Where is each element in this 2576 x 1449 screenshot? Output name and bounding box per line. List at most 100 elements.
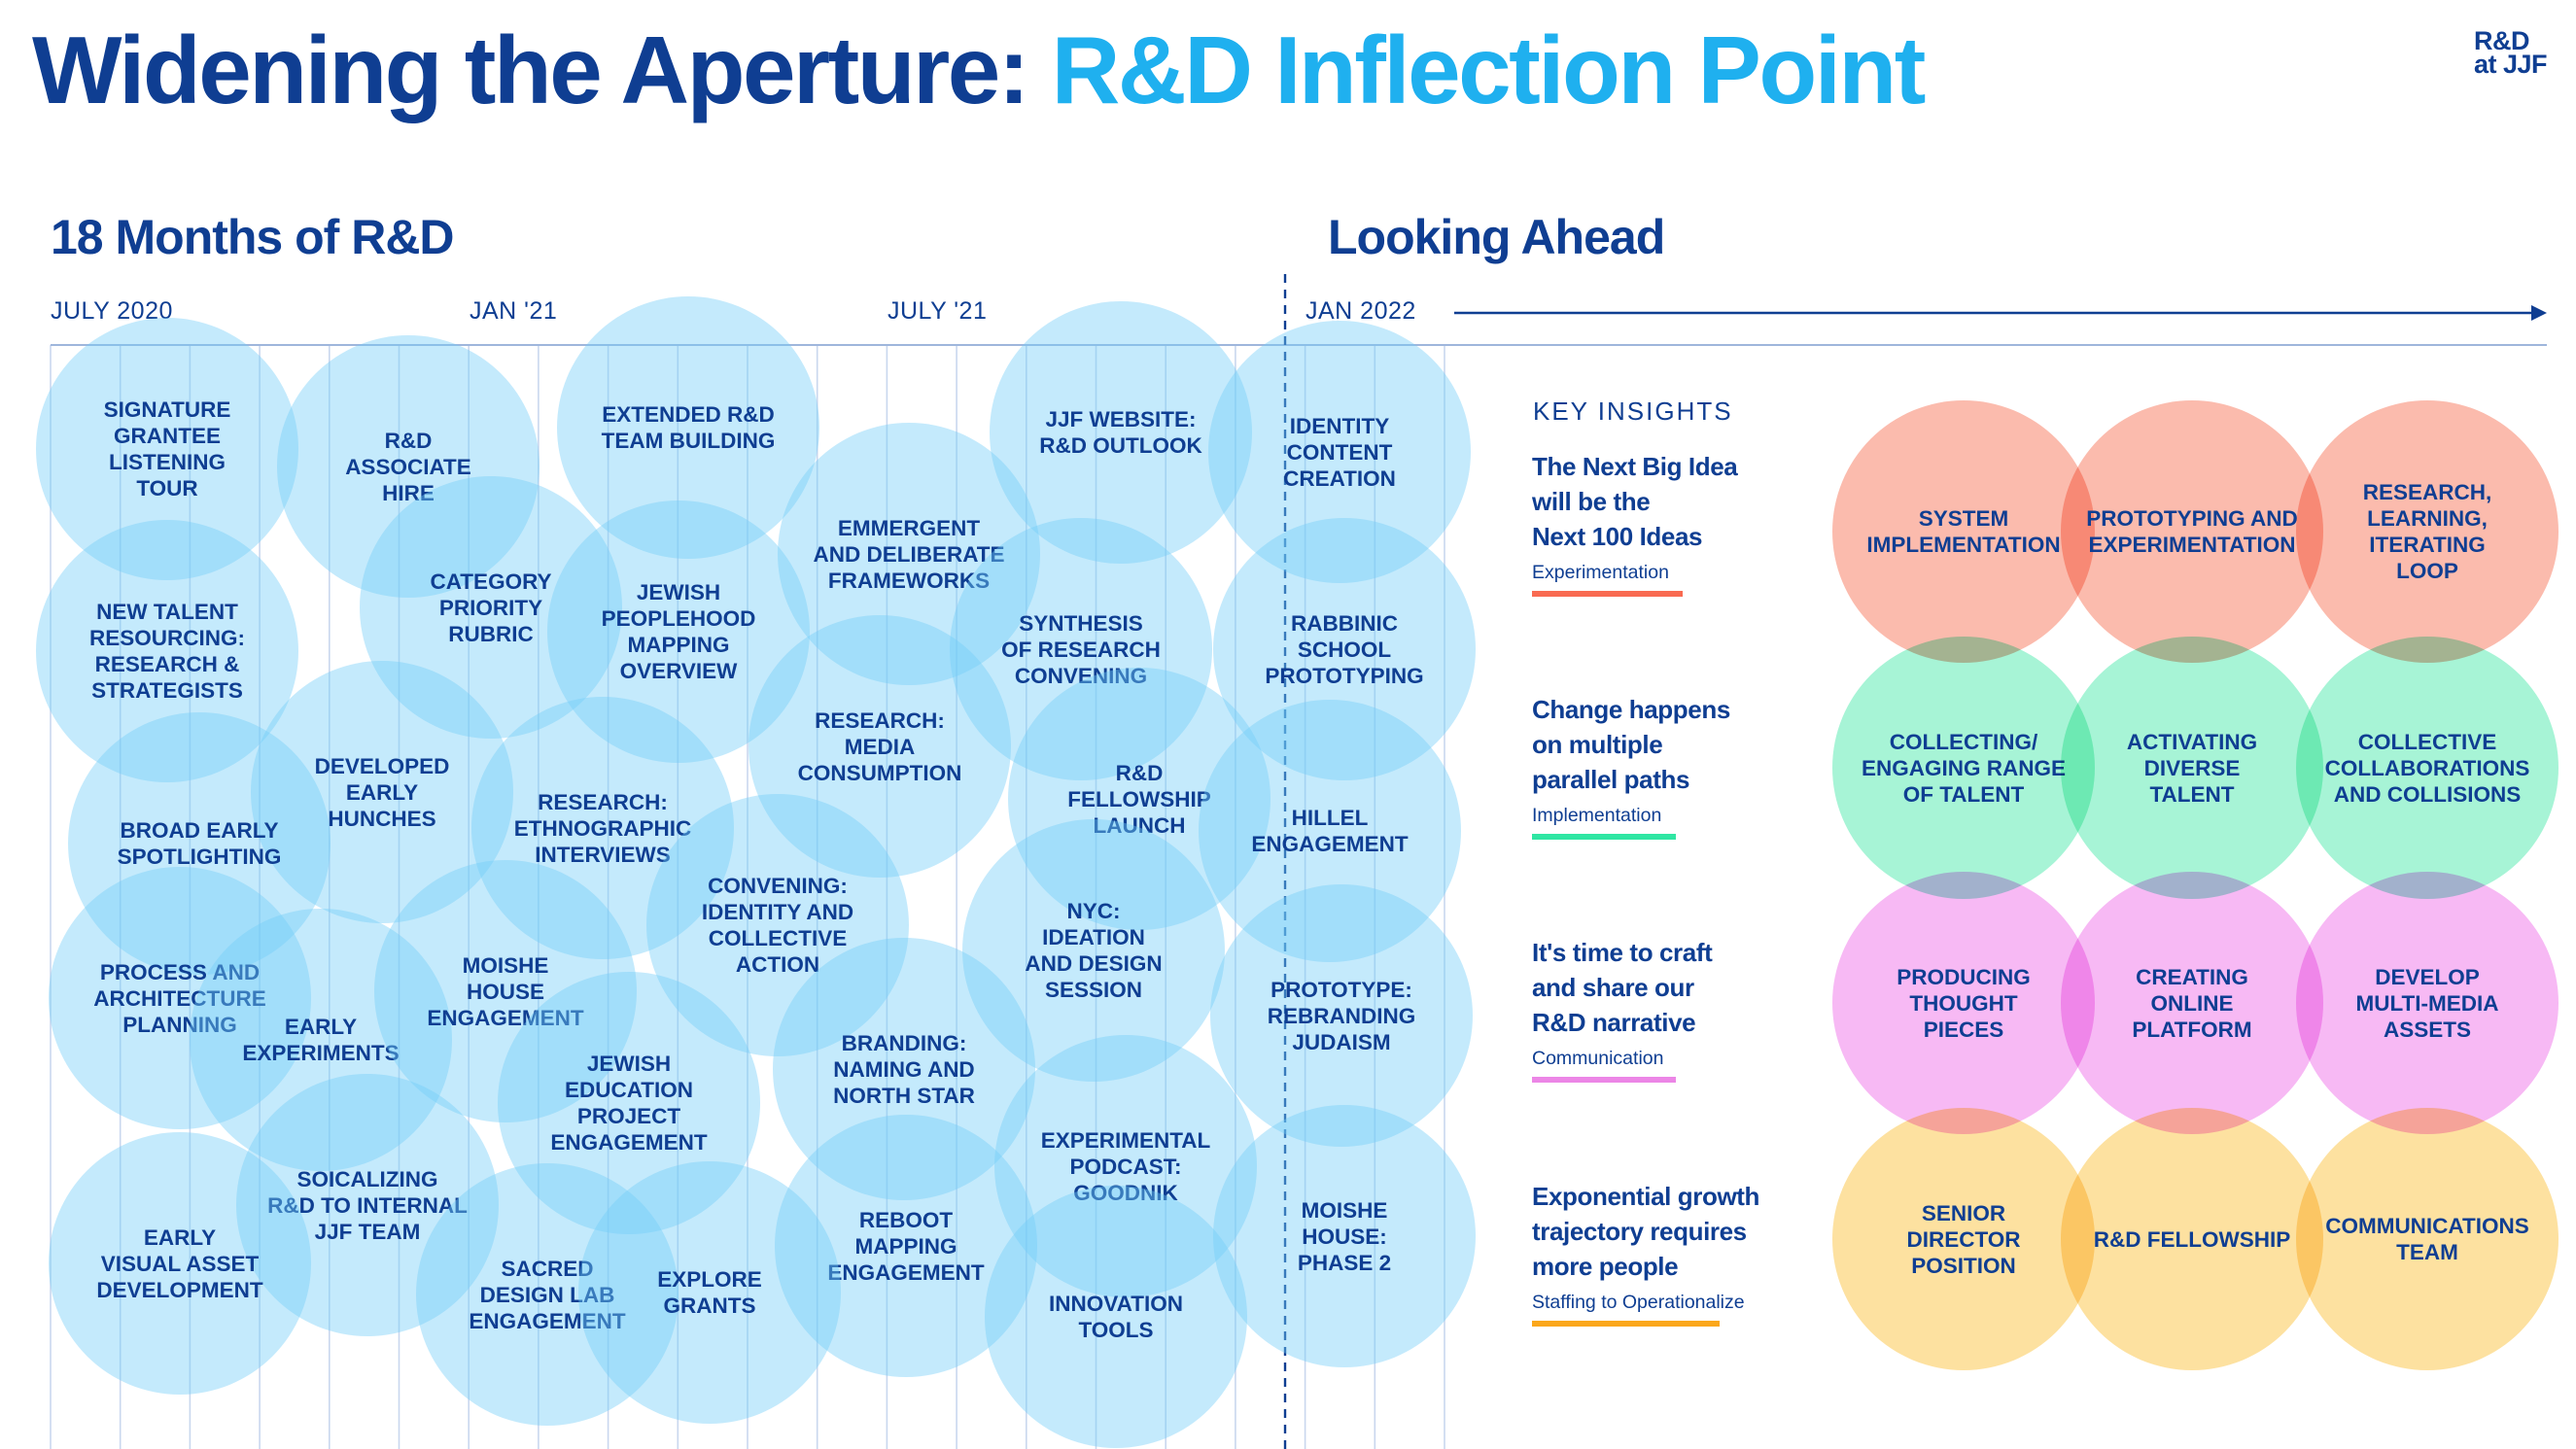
initiative-label: CONVENING: IDENTITY AND COLLECTIVE ACTIO… — [701, 874, 854, 977]
initiative-label: JEWISH EDUCATION PROJECT ENGAGEMENT — [550, 1052, 708, 1155]
matrix-bubble-implementation — [2296, 637, 2559, 899]
matrix-bubble-communication — [2061, 872, 2323, 1134]
matrix-label: SENIOR DIRECTOR POSITION — [1906, 1200, 2021, 1278]
matrix-label: COLLECTING/ ENGAGING RANGE OF TALENT — [1861, 729, 2066, 807]
initiative-bubble: JEWISH PEOPLEHOOD MAPPING OVERVIEW — [547, 500, 810, 763]
matrix-label: SYSTEM IMPLEMENTATION — [1866, 506, 2061, 557]
initiative-bubble: SOICALIZING R&D TO INTERNAL JJF TEAM — [236, 1074, 499, 1336]
section-title-future: Looking Ahead — [1328, 210, 1665, 264]
timeline-label-jan-21: JAN '21 — [470, 297, 558, 325]
initiative-label: EXTENDED R&D TEAM BUILDING — [601, 402, 776, 453]
initiative-label: NYC: IDEATION AND DESIGN SESSION — [1025, 899, 1163, 1002]
initiative-label: R&D ASSOCIATE HIRE — [345, 428, 471, 505]
initiative-bubble: SACRED DESIGN LAB ENGAGEMENT — [416, 1163, 679, 1426]
logo-line-1: R&D — [2474, 26, 2530, 55]
initiative-bubble: MOISHE HOUSE ENGAGEMENT — [374, 860, 637, 1122]
matrix-label: DEVELOP MULTI-MEDIA ASSETS — [2355, 964, 2499, 1042]
title-main: Widening the Aperture: — [32, 17, 1029, 123]
initiative-label: PROTOTYPE: REBRANDING JUDAISM — [1267, 977, 1416, 1054]
initiative-bubble: IDENTITY CONTENT CREATION — [1208, 321, 1471, 583]
initiative-label: JJF WEBSITE: R&D OUTLOOK — [1039, 407, 1202, 458]
initiative-bubble: BROAD EARLY SPOTLIGHTING — [68, 712, 331, 975]
insight-bar-experimentation — [1532, 591, 1683, 597]
insight-bar-staffing — [1532, 1321, 1720, 1327]
initiative-label: BROAD EARLY SPOTLIGHTING — [117, 818, 282, 869]
initiative-bubble: EXPERIMENTAL PODCAST: GOODNIK — [994, 1035, 1257, 1297]
initiative-label: DEVELOPED EARLY HUNCHES — [314, 753, 450, 831]
initiative-bubble: EXPLORE GRANTS — [578, 1161, 841, 1424]
initiative-bubble: EARLY EXPERIMENTS — [190, 909, 452, 1171]
initiative-label: SOICALIZING R&D TO INTERNAL JJF TEAM — [267, 1166, 468, 1244]
initiative-bubble: DEVELOPED EARLY HUNCHES — [251, 661, 513, 923]
initiative-label: MOISHE HOUSE: PHASE 2 — [1297, 1197, 1392, 1275]
initiative-label: HILLEL ENGAGEMENT — [1251, 806, 1409, 856]
timeline-label-jan-2022: JAN 2022 — [1305, 297, 1416, 325]
key-insights-header: KEY INSIGHTS — [1533, 397, 1733, 426]
insight-text: It's time to craft and share our R&D nar… — [1532, 938, 1713, 1037]
matrix-bubble-implementation — [1832, 637, 2095, 899]
initiative-bubble: RESEARCH: ETHNOGRAPHIC INTERVIEWS — [471, 697, 734, 959]
arrow-right-icon — [2531, 305, 2547, 321]
initiative-label: SACRED DESIGN LAB ENGAGEMENT — [469, 1256, 626, 1333]
matrix-bubble-experimentation — [2061, 400, 2323, 663]
matrix-label: COMMUNICATIONS TEAM — [2325, 1214, 2529, 1264]
matrix-label: PRODUCING THOUGHT PIECES — [1897, 964, 2031, 1042]
initiative-bubble: EMMERGENT AND DELIBERATE FRAMEWORKS — [778, 423, 1040, 685]
initiative-label: EARLY VISUAL ASSET DEVELOPMENT — [96, 1225, 263, 1302]
matrix-bubble-staffing — [1832, 1108, 2095, 1370]
initiative-bubble: RESEARCH: MEDIA CONSUMPTION — [748, 615, 1011, 878]
initiative-bubble: JJF WEBSITE: R&D OUTLOOK — [990, 301, 1252, 564]
insight-tag-staffing: Staffing to Operationalize — [1532, 1292, 1745, 1313]
insight-text: The Next Big Idea will be the Next 100 I… — [1532, 452, 1738, 551]
initiative-label: RESEARCH: ETHNOGRAPHIC INTERVIEWS — [513, 789, 692, 867]
insight-tag-implementation: Implementation — [1532, 805, 1662, 826]
initiative-label: EXPLORE GRANTS — [657, 1267, 762, 1318]
insight-text: Exponential growth trajectory requires m… — [1532, 1182, 1760, 1281]
initiative-label: EMMERGENT AND DELIBERATE FRAMEWORKS — [813, 515, 1005, 593]
timeline-label-july-21: JULY '21 — [888, 297, 988, 325]
initiative-label: RABBINIC SCHOOL PROTOTYPING — [1265, 610, 1424, 688]
initiative-label: IDENTITY CONTENT CREATION — [1283, 413, 1396, 491]
insight-bar-implementation — [1532, 834, 1676, 840]
matrix-label: RESEARCH, LEARNING, ITERATING LOOP — [2362, 480, 2492, 583]
initiative-bubble: EARLY VISUAL ASSET DEVELOPMENT — [49, 1132, 311, 1395]
initiative-bubble: EXTENDED R&D TEAM BUILDING — [557, 296, 819, 559]
matrix-bubble-experimentation — [1832, 400, 2095, 663]
section-title-past: 18 Months of R&D — [51, 210, 455, 264]
matrix-bubble-communication — [1832, 872, 2095, 1134]
initiative-label: NEW TALENT RESOURCING: RESEARCH & STRATE… — [88, 600, 245, 703]
initiative-label: INNOVATION TOOLS — [1049, 1292, 1183, 1342]
initiative-label: BRANDING: NAMING AND NORTH STAR — [833, 1030, 975, 1108]
initiative-bubble: PROTOTYPE: REBRANDING JUDAISM — [1210, 884, 1473, 1147]
initiative-bubble: BRANDING: NAMING AND NORTH STAR — [773, 938, 1035, 1200]
matrix-label: ACTIVATING DIVERSE TALENT — [2126, 729, 2258, 807]
insight-tag-experimentation: Experimentation — [1532, 562, 1669, 583]
initiative-bubble: R&D FELLOWSHIP LAUNCH — [1008, 668, 1271, 930]
initiative-bubble: CATEGORY PRIORITY RUBRIC — [360, 476, 622, 739]
initiative-label: MOISHE HOUSE ENGAGEMENT — [427, 952, 584, 1030]
initiative-bubble: R&D ASSOCIATE HIRE — [277, 335, 540, 598]
matrix-label: CREATING ONLINE PLATFORM — [2132, 964, 2252, 1042]
matrix-bubble-communication — [2296, 872, 2559, 1134]
rd-logo: R&D at JJF — [2474, 26, 2548, 78]
initiative-label: JEWISH PEOPLEHOOD MAPPING OVERVIEW — [601, 580, 756, 683]
initiative-bubble: INNOVATION TOOLS — [985, 1186, 1247, 1448]
initiative-bubble: SYNTHESIS OF RESEARCH CONVENING — [950, 518, 1212, 780]
insight-text: Change happens on multiple parallel path… — [1532, 695, 1730, 794]
initiative-label: CATEGORY PRIORITY RUBRIC — [430, 569, 552, 646]
matrix-bubble-staffing — [2061, 1108, 2323, 1370]
initiative-bubble: NYC: IDEATION AND DESIGN SESSION — [962, 819, 1225, 1082]
initiative-bubble: RABBINIC SCHOOL PROTOTYPING — [1213, 518, 1476, 780]
initiative-bubble: NEW TALENT RESOURCING: RESEARCH & STRATE… — [36, 520, 298, 782]
initiative-label: SYNTHESIS OF RESEARCH CONVENING — [1001, 610, 1161, 688]
initiative-label: EXPERIMENTAL PODCAST: GOODNIK — [1040, 1127, 1211, 1205]
initiative-bubble: REBOOT MAPPING ENGAGEMENT — [775, 1115, 1037, 1377]
initiative-label: EARLY EXPERIMENTS — [242, 1015, 400, 1065]
page-title: Widening the Aperture: R&D Inflection Po… — [32, 14, 1926, 128]
matrix-bubble-experimentation — [2296, 400, 2559, 663]
matrix-label: COLLECTIVE COLLABORATIONS AND COLLISIONS — [2324, 729, 2530, 807]
matrix-label: R&D FELLOWSHIP — [2093, 1226, 2291, 1252]
